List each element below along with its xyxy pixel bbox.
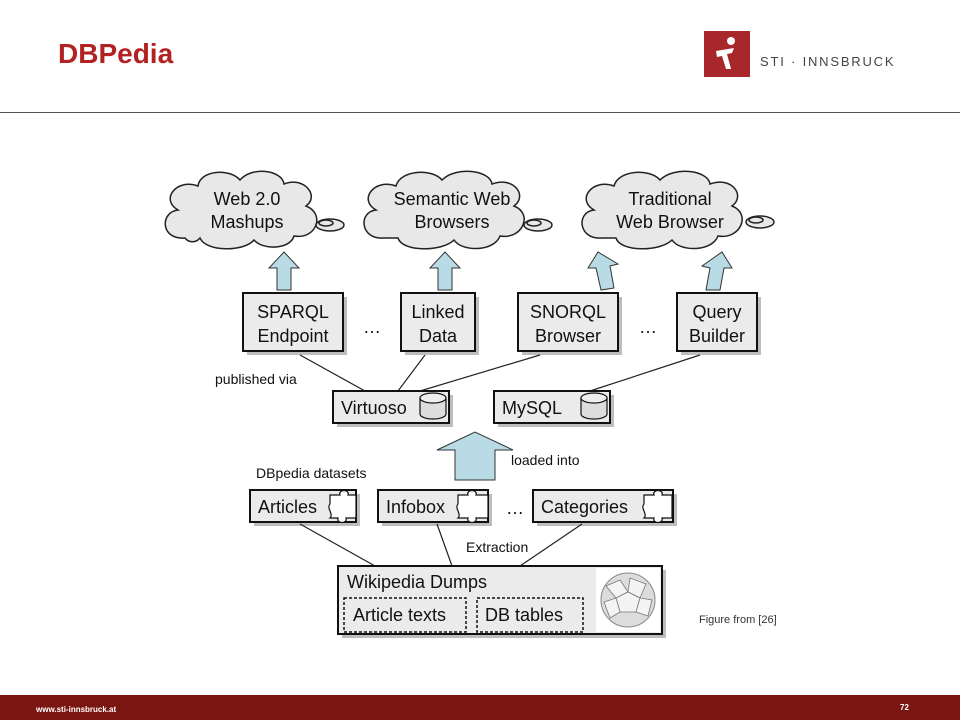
store-label: MySQL (502, 398, 562, 418)
footer-url: www.sti-innsbruck.at (36, 705, 117, 714)
dumps-title: Wikipedia Dumps (347, 572, 487, 592)
wikipedia-dumps: Wikipedia Dumps Article texts DB tables (337, 565, 666, 638)
endpoint-label-line1: Linked (411, 302, 464, 322)
wikipedia-globe-icon (596, 568, 660, 632)
figure-caption: Figure from [26] (699, 614, 777, 626)
dataset-label: Articles (258, 497, 317, 517)
slide-title: DBPedia (58, 38, 174, 69)
header-divider (0, 112, 960, 113)
published-via-label: published via (215, 371, 297, 387)
endpoint-label-line1: SNORQL (530, 302, 606, 322)
cloud-traditional-web-browser: Traditional Web Browser (581, 170, 775, 250)
database-icon (419, 392, 447, 420)
up-arrow-icon (267, 251, 301, 291)
endpoint-label-line1: Query (692, 302, 741, 322)
cloud-label-line1: Traditional (628, 189, 711, 209)
sti-logo-icon (704, 31, 750, 77)
loaded-into-label: loaded into (511, 452, 580, 468)
up-arrow-icon (428, 251, 462, 291)
page-number: 72 (900, 703, 909, 712)
logo-text: STI · INNSBRUCK (760, 54, 896, 69)
store-label: Virtuoso (341, 398, 407, 418)
cloud-label-line2: Web Browser (616, 212, 724, 232)
cloud-web20-mashups: Web 2.0 Mashups (164, 170, 345, 250)
up-arrow-icon (587, 251, 620, 291)
ellipsis: … (639, 317, 657, 337)
store-mysql: MySQL (493, 390, 614, 427)
ellipsis: … (506, 498, 524, 518)
dumps-part-db-tables: DB tables (485, 605, 563, 625)
dataset-label: Infobox (386, 497, 445, 517)
puzzle-piece-icon (456, 489, 489, 524)
up-arrow-icon (700, 251, 733, 291)
endpoint-linked-data: Linked Data (400, 292, 479, 355)
datasets-label: DBpedia datasets (256, 465, 367, 481)
store-virtuoso: Virtuoso (332, 390, 453, 427)
cloud-semantic-web-browsers: Semantic Web Browsers (363, 170, 553, 250)
dataset-label: Categories (541, 497, 628, 517)
cloud-label-line2: Browsers (414, 212, 489, 232)
dumps-part-article-texts: Article texts (353, 605, 446, 625)
endpoint-sparql: SPARQL Endpoint (242, 292, 347, 355)
dataset-categories: Categories (532, 489, 677, 526)
dataset-infobox: Infobox (377, 489, 492, 526)
ellipsis: … (363, 317, 381, 337)
extraction-label: Extraction (466, 539, 528, 555)
footer-bar (0, 695, 960, 720)
endpoint-label-line2: Browser (535, 326, 601, 346)
endpoint-snorql-browser: SNORQL Browser (517, 292, 622, 355)
puzzle-piece-icon (642, 489, 673, 524)
endpoint-label-line2: Builder (689, 326, 745, 346)
endpoint-label-line1: SPARQL (257, 302, 329, 322)
endpoint-label-line2: Data (419, 326, 458, 346)
endpoint-query-builder: Query Builder (676, 292, 761, 355)
database-icon (580, 392, 608, 420)
big-up-arrow-icon (436, 431, 514, 481)
dataset-articles: Articles (249, 489, 360, 526)
endpoint-label-line2: Endpoint (257, 326, 328, 346)
cloud-label-line1: Web 2.0 (214, 189, 281, 209)
cloud-label-line2: Mashups (210, 212, 283, 232)
puzzle-piece-icon (328, 489, 357, 524)
cloud-label-line1: Semantic Web (394, 189, 511, 209)
